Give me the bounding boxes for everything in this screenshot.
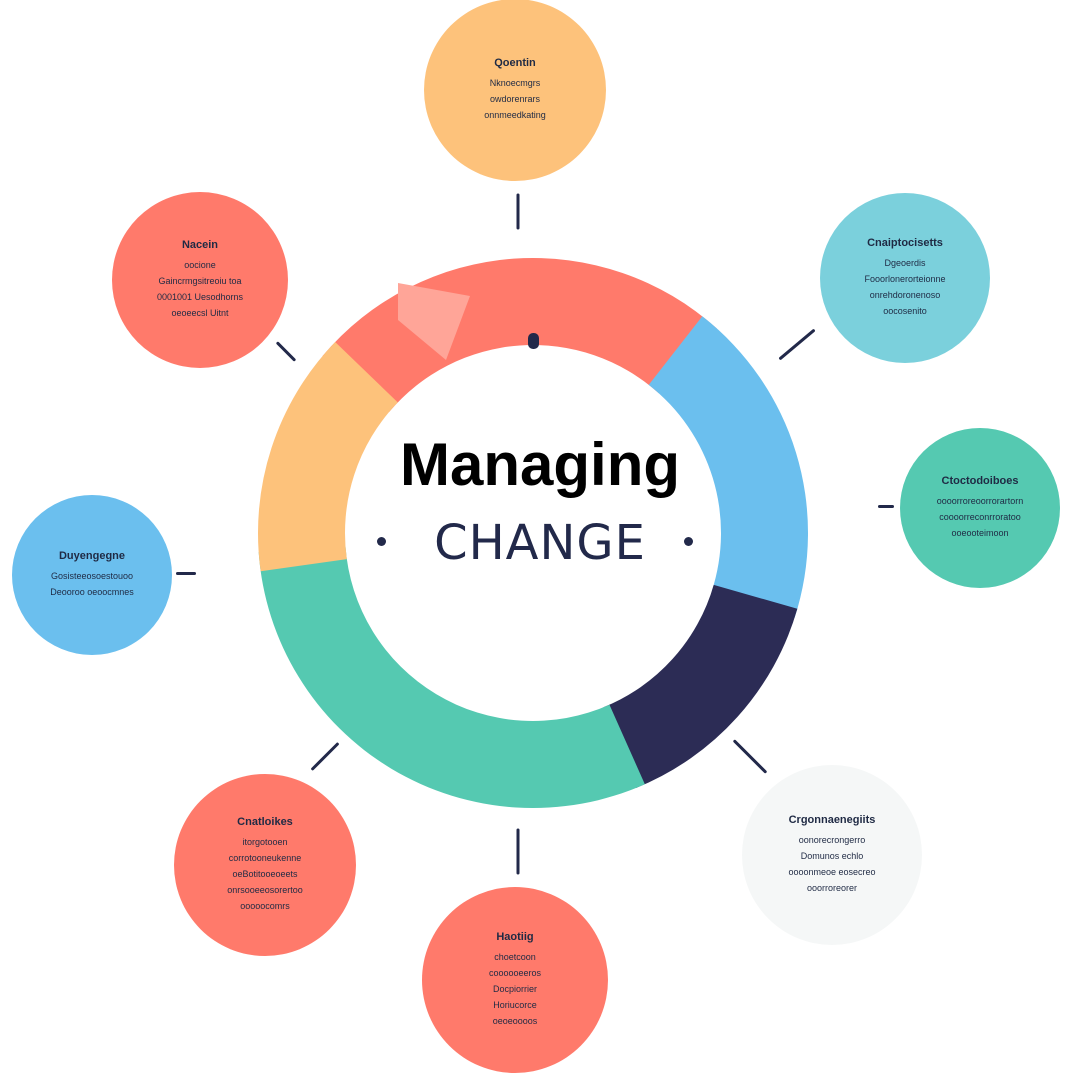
stage-text-line: coooorreconrroratoo <box>939 512 1021 522</box>
ring-segment-blue <box>648 316 808 618</box>
ring-segment-yellow <box>257 341 398 572</box>
ring-top-marker <box>528 333 539 349</box>
stage-title: Haotiig <box>496 931 534 943</box>
stage-text-line: onrsooeeosorertoo <box>227 885 303 895</box>
stage-text-line: ooorroreorer <box>806 883 858 893</box>
stage-text-line: ooooocomrs <box>240 901 290 911</box>
ring-segment-navy <box>603 584 798 788</box>
bullet-dot-right <box>684 537 693 546</box>
stage-text-line: Deooroo oeoocmnes <box>50 587 134 597</box>
stage-title: Duyengegne <box>58 550 125 562</box>
stage-text-line: Domunos echlo <box>800 851 864 861</box>
ring-segment-green <box>258 546 645 808</box>
stage-text-line: coooooeeros <box>488 968 542 978</box>
stage-text-line: choetcoon <box>494 952 536 962</box>
bullet-dot-left <box>377 537 386 546</box>
ring-segment-highlight <box>398 283 470 360</box>
stage-text-line: corrotooneukenne <box>228 853 302 863</box>
stage-node: Cnatloikes itorgotooen corrotooneukenne oeB… <box>174 774 356 956</box>
stage-text-line: Gosisteeosoestouoo <box>50 571 134 581</box>
stage-text-line: Fooorlonerorteionne <box>864 274 946 284</box>
stage-text-line: oeBotitooeoeets <box>232 869 298 879</box>
stage-text-line: oooorroreoorrorartorn <box>936 496 1024 506</box>
stage-text-line: ooeooteimoon <box>951 528 1009 538</box>
connector-line <box>176 572 196 575</box>
stage-text-line: Gaincrmgsitreoiu toa <box>158 276 242 286</box>
stage-title: Nacein <box>181 239 219 251</box>
stage-text-line: oooonmeoe eosecreo <box>788 867 876 877</box>
stage-title: Qoentin <box>494 57 536 69</box>
stage-text-line: oocione <box>184 260 216 270</box>
stage-text-line: oeoeoooos <box>492 1016 538 1026</box>
connector-line <box>878 505 894 508</box>
stage-title: Crgonnaenegiits <box>788 814 876 826</box>
stage-text-line: onnmeedkating <box>484 110 546 120</box>
stage-text-line: oeoeecsl Uitnt <box>171 308 229 318</box>
stage-text-line: itorgotooen <box>242 837 288 847</box>
stage-text-line: oocosenito <box>883 306 927 316</box>
stage-title: Ctoctodoiboes <box>941 475 1019 487</box>
stage-text-line: Horiucorce <box>493 1000 537 1010</box>
connector-line <box>516 828 520 875</box>
stage-text-line: onrehdoronenoso <box>869 290 941 300</box>
stage-text-line: owdorenrars <box>489 94 541 104</box>
connector-line <box>516 193 520 230</box>
center-title: Managing <box>400 431 680 498</box>
stage-text-line: Docpiorrier <box>492 984 537 994</box>
stage-text-line: 0001001 Uesodhorns <box>156 292 244 302</box>
stage-title: Cnaiptocisetts <box>867 237 943 249</box>
stage-node: Ctoctodoiboes oooorroreoorrorartorn coooor… <box>900 428 1060 588</box>
stage-text-line: oonorecrongerro <box>798 835 866 845</box>
stage-title: Cnatloikes <box>237 816 293 828</box>
center-subtitle: CHANGE <box>434 515 646 571</box>
stage-text-line: Nknoecmgrs <box>489 78 541 88</box>
stage-text-line: Dgeoerdis <box>884 258 926 268</box>
